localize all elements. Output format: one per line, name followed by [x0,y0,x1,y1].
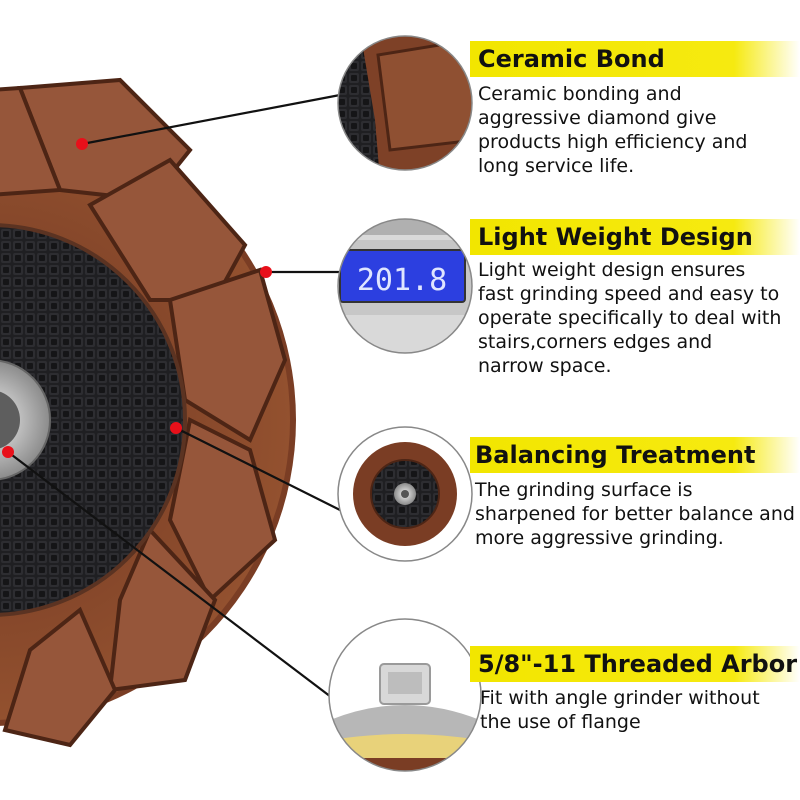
title-bar [470,646,800,682]
ceramic-segment-closeup-icon [337,35,473,171]
callout-lines [7,93,341,701]
marker-dot [170,422,182,434]
title-bar [470,437,800,473]
feature-description: Ceramic bonding and aggressive diamond g… [478,83,748,177]
marker-dot [260,266,272,278]
grinding-wheel-main [0,77,296,748]
title-bar [470,41,800,77]
marker-dot [2,446,14,458]
bond-segments [0,77,288,748]
feature-title: Ceramic Bond [478,45,665,73]
threaded-arbor-icon [328,618,482,772]
feature-description: Fit with angle grinder without the use o… [480,687,760,733]
grinding-wheel-icon [337,426,473,562]
marker-dot [76,138,88,150]
title-bar [470,219,800,255]
feature-title: Light Weight Design [478,223,753,251]
digital-scale-icon: 201.8 [337,218,473,354]
scale-reading: 201.8 [357,263,447,298]
feature-title: Balancing Treatment [475,441,756,469]
feature-title: 5/8"-11 Threaded Arbor [478,650,798,678]
feature-description: The grinding surface is sharpened for be… [475,479,795,549]
marker-dots [2,138,272,458]
feature-description: Light weight design ensures fast grindin… [478,259,782,377]
